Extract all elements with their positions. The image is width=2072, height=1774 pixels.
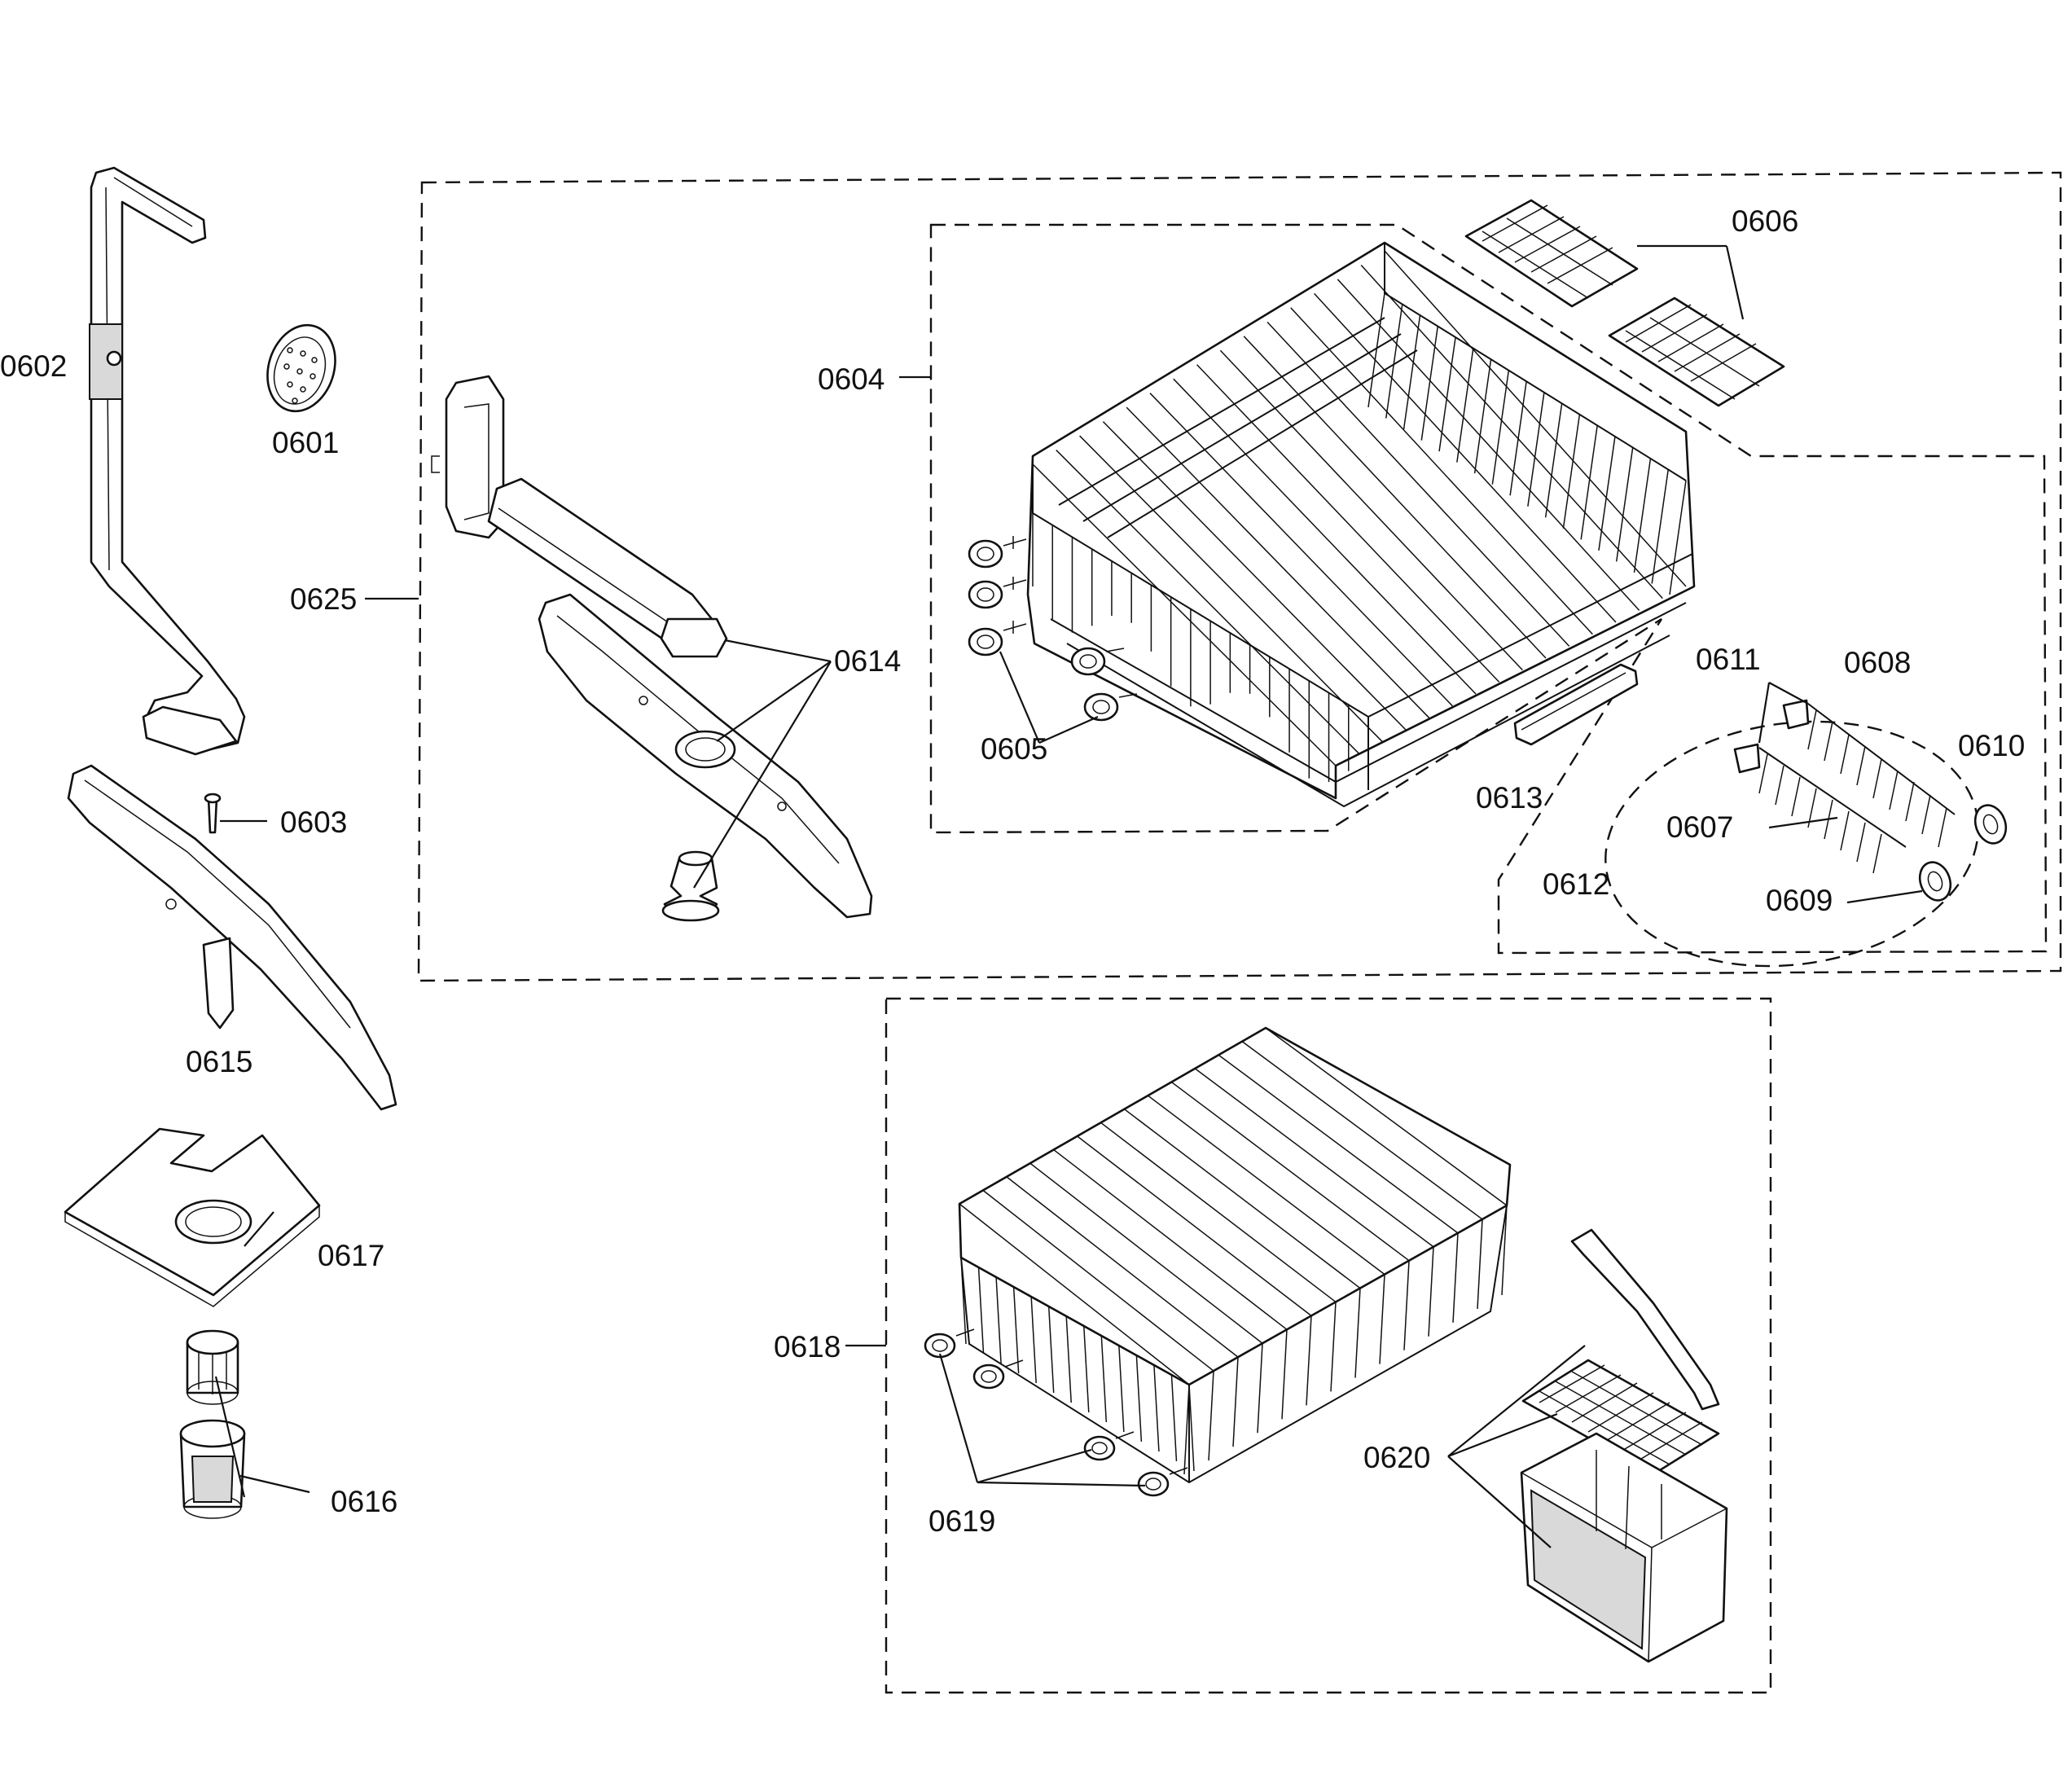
label-0605: 0605 [981, 732, 1047, 766]
lower-rack-0618[interactable] [958, 1026, 1512, 1484]
cutlery-basket-0620[interactable] [1520, 1228, 1728, 1663]
label-0604: 0604 [818, 362, 885, 396]
label-0609: 0609 [1766, 884, 1833, 917]
part-labels: 0602 0601 0603 0625 0604 0614 0605 0606 … [0, 204, 2025, 1538]
leader-lines [214, 244, 1923, 1548]
upper-rack-0604[interactable] [1026, 241, 1696, 808]
upper-spray-arm-0614[interactable] [538, 593, 873, 919]
assembly-0618-box [885, 997, 1772, 1694]
supply-tube-0602[interactable] [89, 166, 246, 756]
label-0602: 0602 [0, 349, 67, 383]
label-0612: 0612 [1543, 867, 1609, 901]
assembly-0604-box [929, 223, 2048, 955]
label-0608: 0608 [1844, 646, 1911, 679]
rack-handle-0613[interactable] [1513, 663, 1639, 746]
label-0607: 0607 [1666, 810, 1733, 844]
label-0619: 0619 [928, 1504, 995, 1538]
tine-row-0608[interactable] [1782, 699, 1956, 848]
rack-wheels-0619[interactable] [924, 1328, 1188, 1497]
rack-wheels-0605[interactable] [968, 536, 1138, 722]
filter-plate-0617[interactable] [64, 1127, 321, 1307]
label-0620: 0620 [1363, 1441, 1430, 1474]
upper-spray-tube-0625[interactable] [431, 375, 728, 658]
label-0603: 0603 [280, 806, 347, 839]
assembly-0612-oval [1604, 720, 1979, 968]
label-0616: 0616 [331, 1485, 397, 1518]
label-0625: 0625 [290, 582, 357, 616]
label-0618: 0618 [774, 1330, 841, 1363]
tine-clip-0610[interactable] [1970, 801, 2011, 847]
screw-0603[interactable] [204, 793, 222, 834]
label-0601: 0601 [272, 426, 339, 459]
nozzle-cap-0601[interactable] [257, 316, 345, 419]
assembly-0625-box [417, 171, 2062, 982]
label-0615: 0615 [186, 1045, 252, 1078]
label-0611: 0611 [1696, 643, 1761, 676]
micro-filter-0616[interactable] [179, 1329, 246, 1519]
tine-row-0607[interactable] [1733, 743, 1907, 874]
label-0613: 0613 [1476, 781, 1543, 815]
label-0606: 0606 [1732, 204, 1798, 238]
lower-spray-arm-0615[interactable] [67, 764, 397, 1111]
label-0610: 0610 [1958, 729, 2025, 762]
label-0617: 0617 [318, 1239, 384, 1272]
cup-shelves-0606[interactable] [1464, 199, 1785, 407]
label-0614: 0614 [834, 644, 901, 678]
tine-clip-0609[interactable] [1915, 858, 1956, 904]
